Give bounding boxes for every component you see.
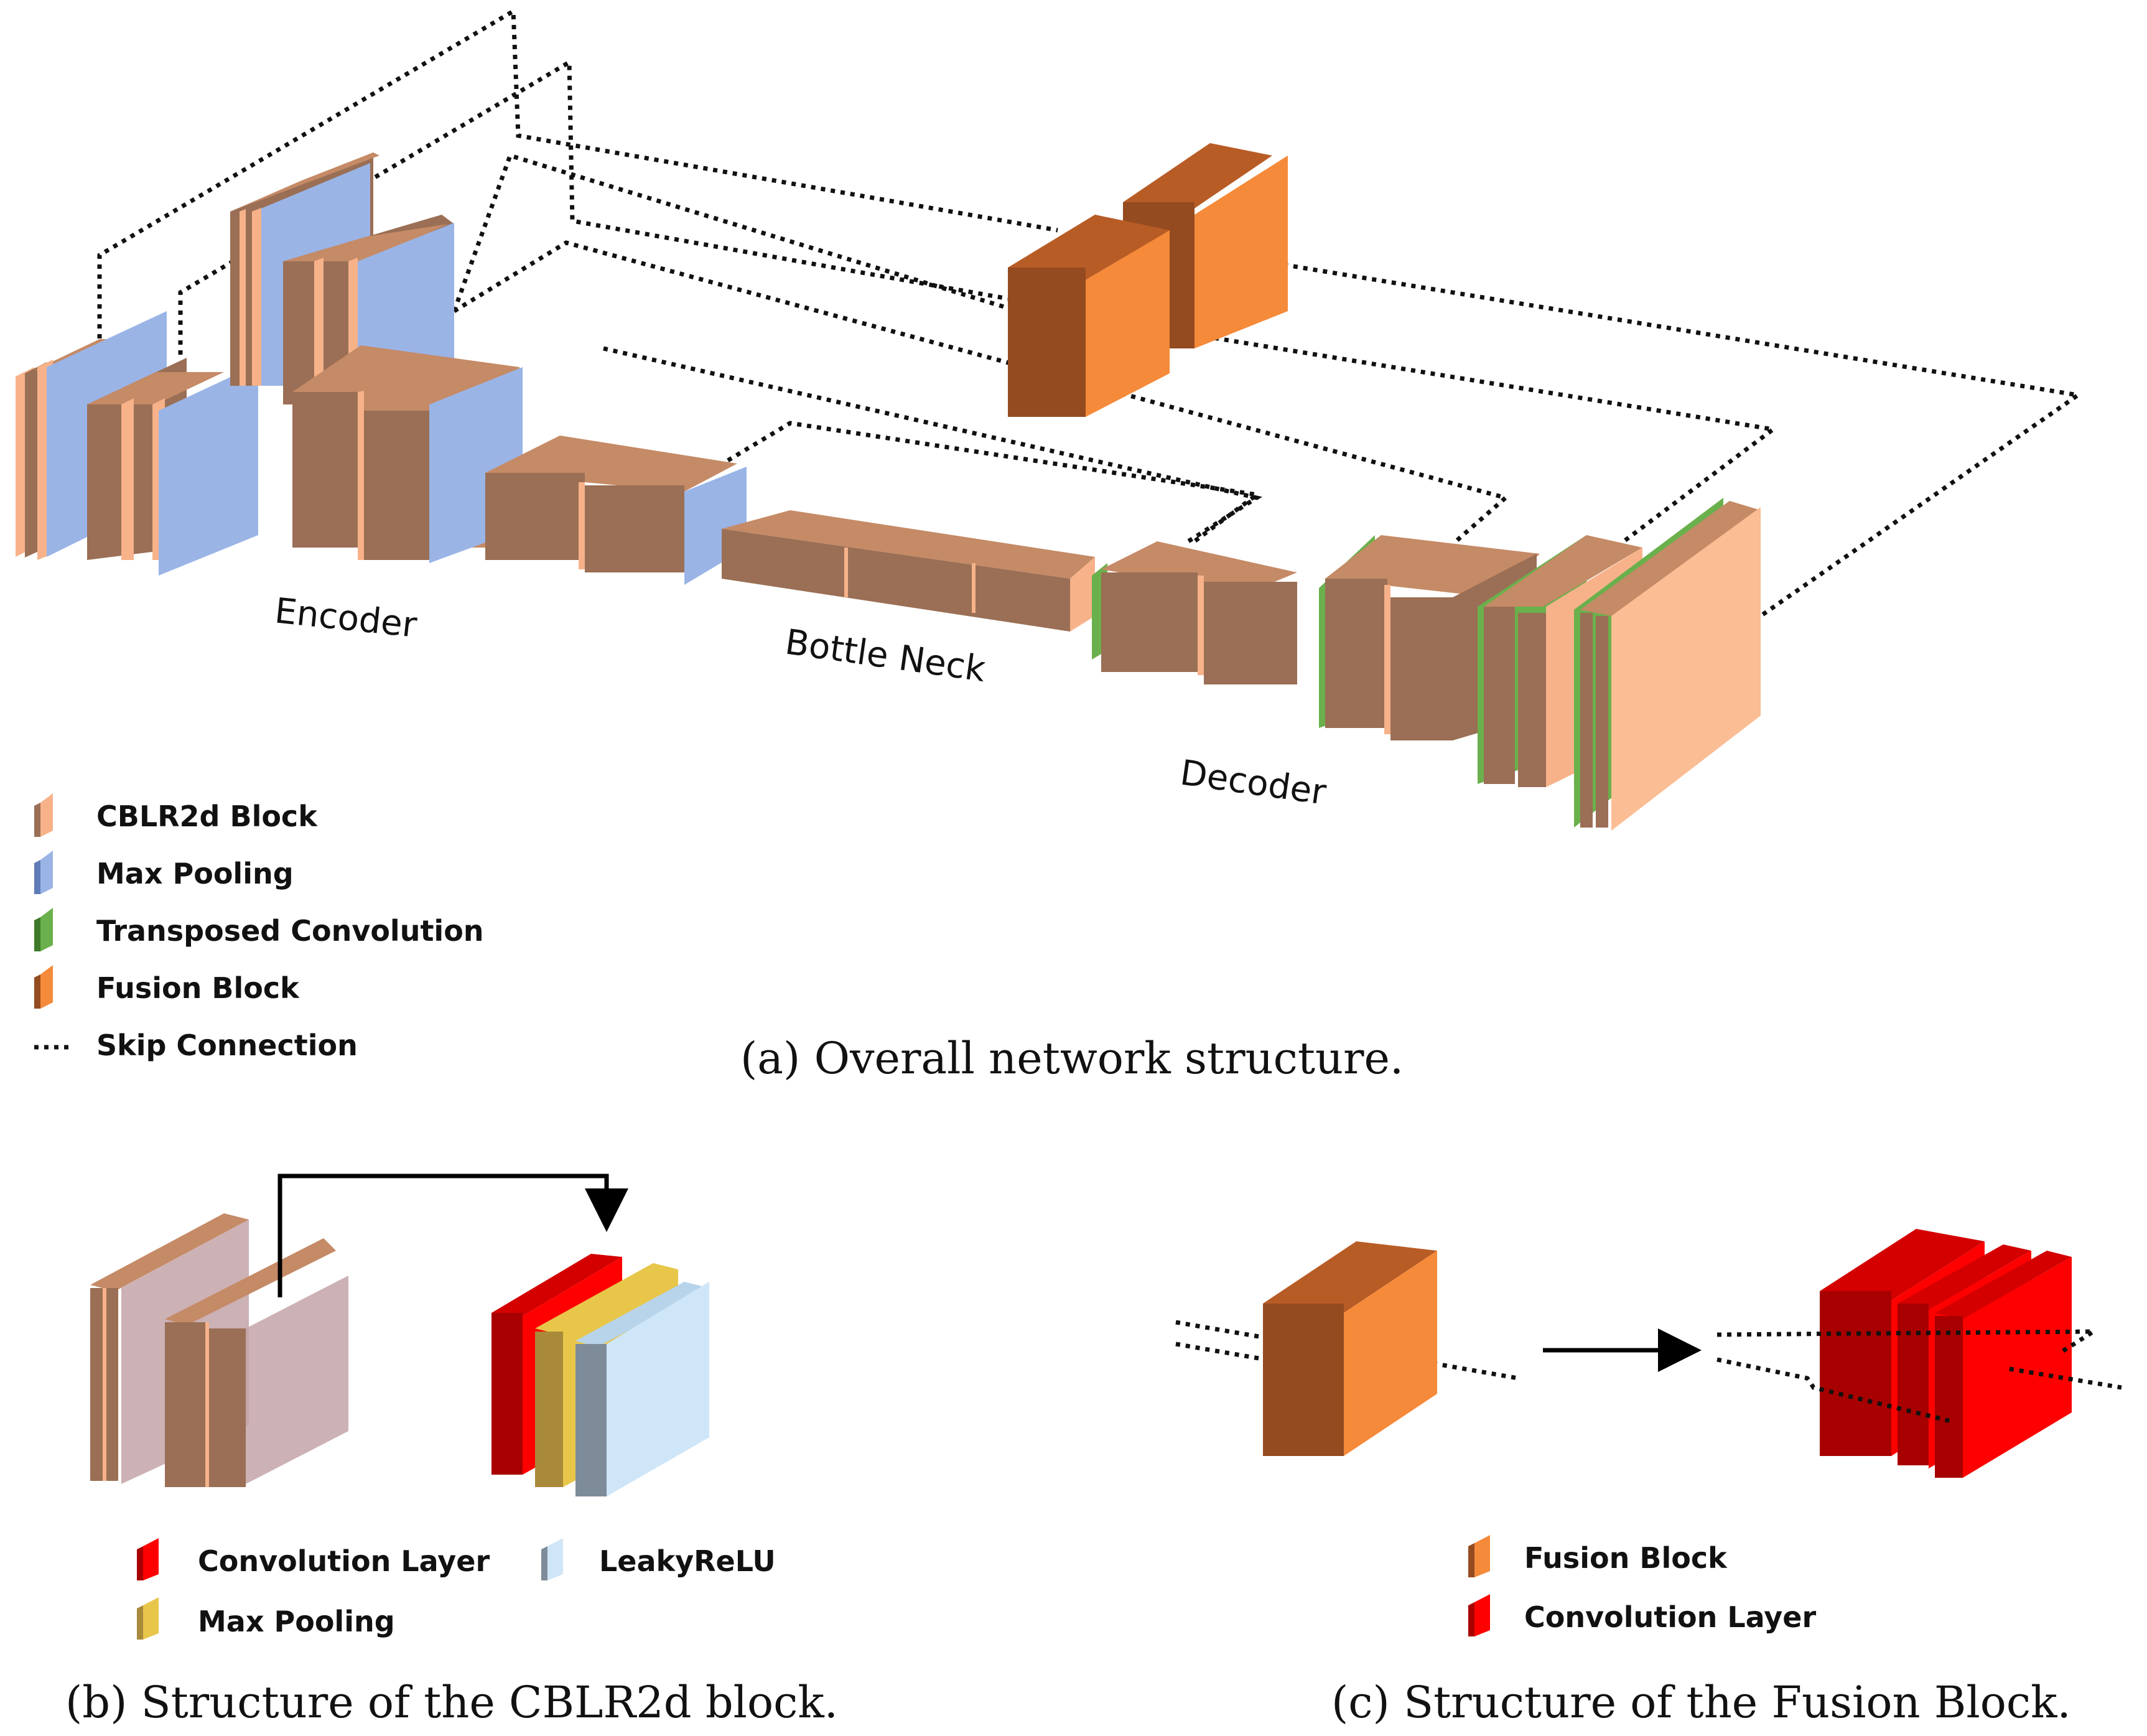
- caption-a: (a) Overall network structure.: [740, 1033, 1404, 1084]
- panel-b: Convolution Layer LeakyReLU Max Pooling …: [65, 1174, 838, 1728]
- panel-a: Encoder Bottle Neck Decoder CBLR2d Block…: [16, 7, 2084, 1084]
- bottleneck-label: Bottle Neck: [783, 622, 988, 690]
- decoder-group-1: [1092, 541, 1297, 684]
- expand-arrow: [277, 1174, 628, 1297]
- encoder-group-1: [16, 311, 258, 576]
- panel-c: Fusion Block Convolution Layer (c) Struc…: [1175, 1229, 2122, 1728]
- encoder-group-2: [230, 152, 523, 563]
- legend-a: CBLR2d Block Max Pooling Transposed Conv…: [34, 793, 484, 1062]
- decoder-label: Decoder: [1178, 752, 1329, 813]
- legend-item-leakyrelu: LeakyReLU: [541, 1538, 776, 1580]
- skip-connection: [97, 7, 1058, 348]
- cblr2d-stack: [90, 1213, 348, 1487]
- legend-item-convolution-layer: Convolution Layer: [137, 1538, 490, 1580]
- decoder-group-4: [1574, 498, 1761, 831]
- legend-label: Fusion Block: [96, 971, 300, 1005]
- legend-item-max-pooling: Max Pooling: [137, 1597, 395, 1640]
- legend-label: LeakyReLU: [599, 1544, 776, 1578]
- leakyrelu-layer: [607, 1282, 709, 1496]
- legend-label: Max Pooling: [198, 1605, 395, 1638]
- skip-connection: [1175, 1320, 1267, 1340]
- legend-label: CBLR2d Block: [96, 800, 318, 833]
- legend-item-fusion-block: Fusion Block: [1468, 1535, 1728, 1577]
- legend-label: Convolution Layer: [198, 1544, 490, 1578]
- legend-item-transposed-convolution: Transposed Convolution: [34, 908, 484, 951]
- caption-c: (c) Structure of the Fusion Block.: [1331, 1677, 2071, 1728]
- skip-connection: [178, 58, 1008, 355]
- cblr2d-internal-layers: [491, 1254, 709, 1496]
- legend-label: Max Pooling: [96, 857, 294, 890]
- legend-c: Fusion Block Convolution Layer: [1468, 1535, 1816, 1636]
- legend-item-convolution-layer: Convolution Layer: [1468, 1594, 1816, 1636]
- legend-b: Convolution Layer LeakyReLU Max Pooling: [137, 1538, 776, 1640]
- legend-label: Transposed Convolution: [96, 914, 484, 948]
- legend-item-cblr2d: CBLR2d Block: [34, 793, 318, 837]
- legend-label: Fusion Block: [1524, 1541, 1728, 1575]
- fusion-blocks: [1008, 143, 1288, 417]
- fusion-block-internal: [1820, 1229, 2072, 1478]
- skip-connection: [1125, 321, 1779, 543]
- encoder-label: Encoder: [273, 590, 419, 646]
- skip-connection: [1175, 1342, 1267, 1362]
- legend-item-skip-connection: Skip Connection: [34, 1029, 358, 1062]
- bottleneck: [722, 510, 1095, 632]
- convolution-layer: [1963, 1257, 2072, 1478]
- caption-b: (b) Structure of the CBLR2d block.: [65, 1677, 838, 1728]
- fusion-block-cube: [1263, 1241, 1437, 1456]
- legend-label: Convolution Layer: [1524, 1600, 1816, 1634]
- encoder-group-3: [485, 436, 747, 585]
- skip-connection: [1244, 256, 2084, 618]
- legend-item-max-pooling: Max Pooling: [34, 851, 294, 894]
- max-pooling-layer: [159, 364, 258, 576]
- skip-connection: [603, 346, 1262, 543]
- legend-item-fusion-block: Fusion Block: [34, 965, 300, 1009]
- skip-connection: [727, 421, 1262, 543]
- legend-label: Skip Connection: [96, 1029, 358, 1062]
